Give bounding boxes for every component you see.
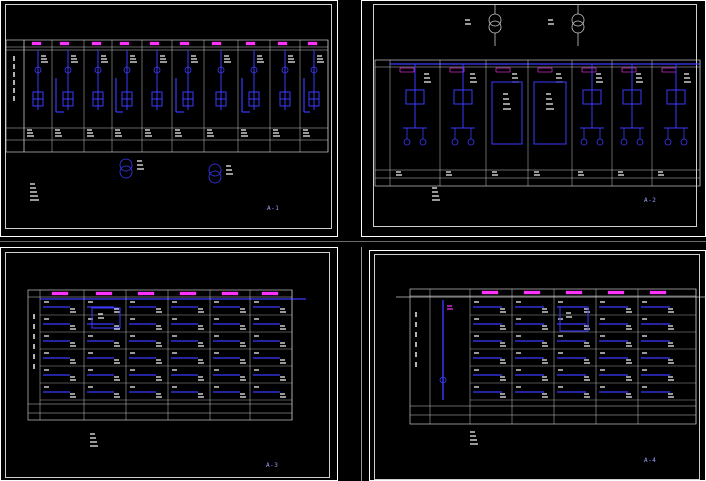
- cell-header-tag: [179, 41, 190, 46]
- cell-header-tag: [607, 290, 625, 295]
- cell-header-tag: [277, 41, 288, 46]
- cell-header-tag: [307, 41, 318, 46]
- cable-termination: [419, 138, 427, 146]
- cable-termination: [620, 138, 628, 146]
- transformer-winding: [119, 158, 133, 172]
- cell-header-tag: [95, 291, 113, 296]
- sheet-top-right-title: A-2: [644, 197, 657, 204]
- transformer-winding: [571, 13, 585, 27]
- cell-header-tag: [495, 67, 511, 73]
- cell-header-tag: [179, 291, 197, 296]
- cell-header-tag: [261, 291, 279, 296]
- disconnector-symbol: [281, 66, 289, 74]
- cable-termination: [664, 138, 672, 146]
- cell-header-tag: [245, 41, 256, 46]
- sheet-top-left[interactable]: A-1: [0, 0, 338, 237]
- sheet-bottom-left-title: A-3: [266, 462, 279, 469]
- breaker-symbol: [453, 89, 473, 105]
- disconnector-symbol: [250, 66, 258, 74]
- cell-header-tag: [481, 290, 499, 295]
- cable-termination: [596, 138, 604, 146]
- cell-header-tag: [399, 67, 415, 73]
- bus-section-frame: [533, 81, 567, 145]
- disconnector-symbol: [153, 66, 161, 74]
- sheet-top-right-border: [373, 4, 697, 227]
- cell-header-tag: [649, 290, 667, 295]
- cable-termination: [580, 138, 588, 146]
- cable-termination: [403, 138, 411, 146]
- cell-header-tag: [119, 41, 130, 46]
- transformer-winding: [208, 163, 222, 177]
- cell-header-tag: [581, 67, 597, 73]
- cable-termination: [467, 138, 475, 146]
- sheet-bottom-left-border: [5, 252, 330, 478]
- cell-header-tag: [31, 41, 42, 46]
- meter-block: [91, 307, 121, 329]
- transformer-winding: [119, 165, 133, 179]
- cable-termination: [636, 138, 644, 146]
- cell-header-tag: [661, 67, 677, 73]
- cell-header-tag: [523, 290, 541, 295]
- transformer-winding: [571, 20, 585, 34]
- breaker-symbol: [666, 89, 686, 105]
- disconnector-symbol: [217, 66, 225, 74]
- cable-termination: [680, 138, 688, 146]
- disconnector-symbol: [34, 66, 42, 74]
- vertical-divider-lower: [361, 247, 362, 481]
- disconnector-symbol: [310, 66, 318, 74]
- cell-header-tag: [537, 67, 553, 73]
- sheet-bottom-right-title: A-4: [644, 457, 657, 464]
- disconnector-symbol: [439, 376, 447, 384]
- disconnector-symbol: [184, 66, 192, 74]
- sheet-top-left-title: A-1: [267, 205, 280, 212]
- sheet-bottom-right-border: [374, 254, 700, 480]
- disconnector-symbol: [123, 66, 131, 74]
- sheet-top-left-border: [5, 4, 332, 229]
- cell-header-tag: [221, 291, 239, 296]
- cell-header-tag: [565, 290, 583, 295]
- breaker-symbol: [622, 89, 642, 105]
- cell-header-tag: [91, 41, 102, 46]
- cell-header-tag: [211, 41, 222, 46]
- panel-table-frame: [374, 59, 701, 187]
- cell-header-tag: [149, 41, 160, 46]
- disconnector-symbol: [94, 66, 102, 74]
- cell-header-tag: [621, 67, 637, 73]
- cell-header-tag: [51, 291, 69, 296]
- disconnector-symbol: [64, 66, 72, 74]
- breaker-symbol: [582, 89, 602, 105]
- meter-block: [559, 306, 589, 332]
- cell-header-tag: [137, 291, 155, 296]
- breaker-symbol: [405, 89, 425, 105]
- transformer-winding: [208, 170, 222, 184]
- cell-header-tag: [449, 67, 465, 73]
- cell-header-tag: [59, 41, 70, 46]
- cable-termination: [451, 138, 459, 146]
- horizontal-divider: [0, 241, 706, 242]
- bus-section-frame: [491, 81, 523, 145]
- transformer-winding: [488, 13, 502, 27]
- transformer-winding: [488, 20, 502, 34]
